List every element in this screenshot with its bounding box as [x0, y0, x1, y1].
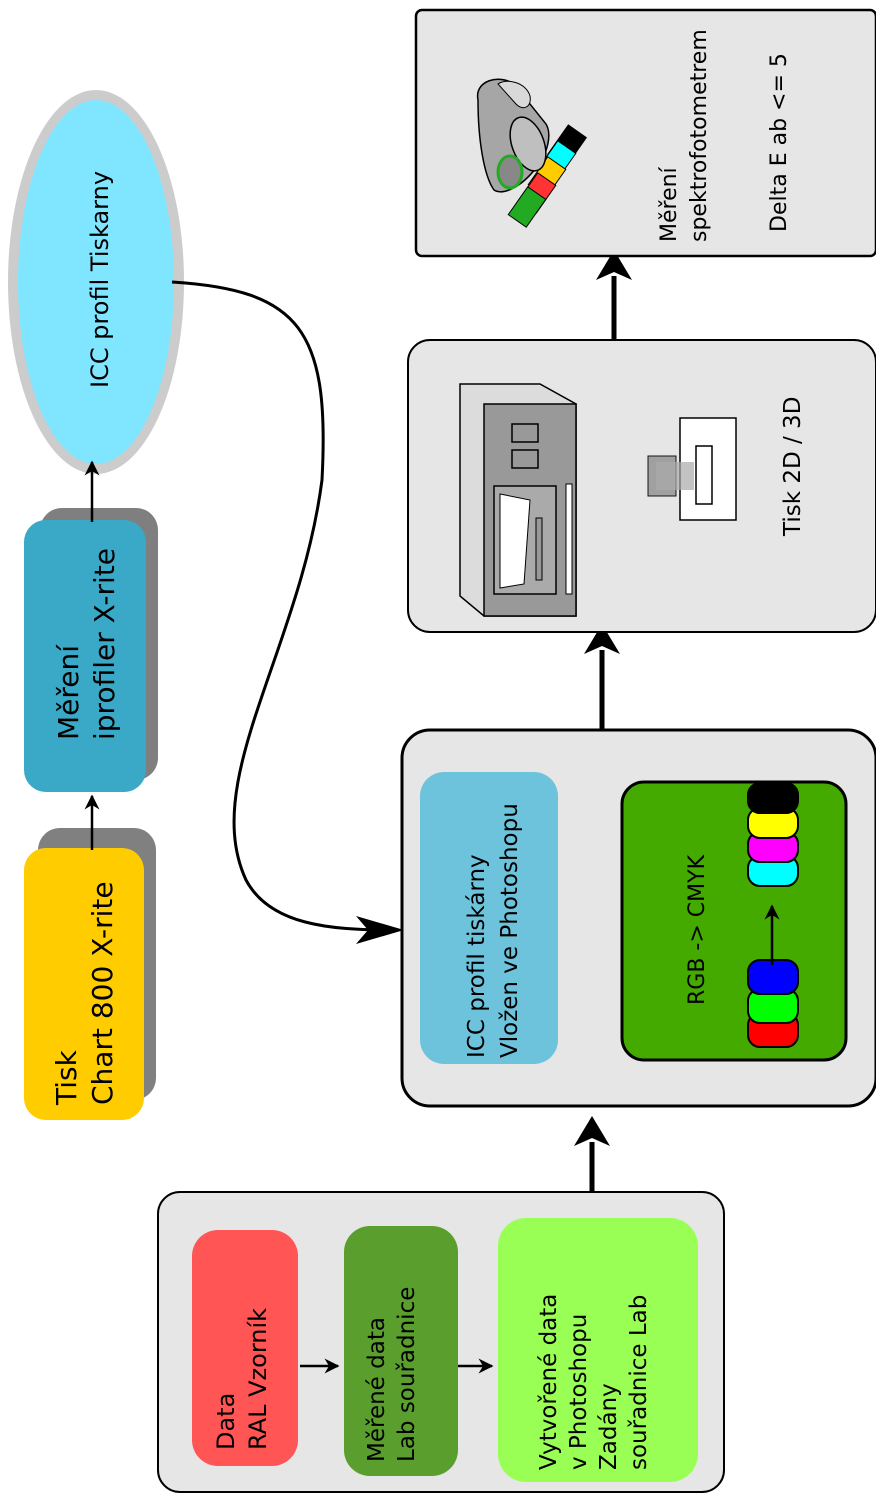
data-source-group: Data RAL Vzorník Měřené data Lab souřadn…	[157, 1191, 725, 1493]
iprofiler-measure-box: Měření iprofiler X-rite	[24, 508, 158, 792]
spectrophotometer-measure-box: Měření spektrofotometrem Delta E ab <= 5	[414, 8, 876, 258]
ps-line1: Vytvořené data	[536, 1294, 562, 1470]
chart-print-line2: Chart 800 X-rite	[86, 881, 119, 1105]
lab-measured-box: Měřené data Lab souřadnice	[344, 1226, 458, 1476]
print-2d-3d-box: Tisk 2D / 3D	[407, 339, 876, 633]
3d-print-object-icon	[647, 417, 737, 521]
arrow-data-to-panel-head	[574, 1116, 610, 1146]
iprofiler-line2: iprofiler X-rite	[88, 548, 121, 740]
chart-print-box: Tisk Chart 800 X-rite	[24, 828, 156, 1120]
icc-printer-profile-ellipse: ICC profil Tiskarny	[8, 90, 184, 474]
ral-line1: Data	[212, 1393, 240, 1450]
arrow-print-to-measure-head	[596, 250, 632, 280]
chart-print-line1: Tisk	[50, 1049, 83, 1106]
lab-line2: Lab souřadnice	[394, 1287, 420, 1462]
print-2d-3d-label: Tisk 2D / 3D	[780, 397, 806, 537]
ral-line2: RAL Vzorník	[244, 1308, 272, 1450]
cmyk-black-swatch	[747, 782, 799, 814]
spectro-line1: Měření	[657, 166, 682, 242]
icc-printer-label: ICC profil Tiskarny	[86, 171, 114, 388]
photoshop-data-box: Vytvořené data v Photoshopu Zadány souřa…	[498, 1218, 698, 1482]
curve-arrowhead	[356, 916, 404, 944]
icc-photoshop-line2: Vložen ve Photoshopu	[497, 803, 523, 1058]
icc-photoshop-box: ICC profil tiskárny Vložen ve Photoshopu	[420, 772, 558, 1064]
spectrophotometer-icon	[476, 78, 588, 228]
lab-line1: Měřené data	[364, 1317, 390, 1462]
icc-photoshop-line1: ICC profil tiskárny	[464, 854, 490, 1058]
ps-line4: souřadnice Lab	[626, 1295, 652, 1470]
printer-icon	[459, 383, 577, 617]
delta-e-label: Delta E ab <= 5	[767, 53, 792, 232]
rgb-blue-swatch	[747, 959, 799, 995]
ps-line2: v Photoshopu	[566, 1314, 592, 1470]
iprofiler-line1: Měření	[52, 644, 85, 740]
photoshop-conversion-panel: ICC profil tiskárny Vložen ve Photoshopu…	[400, 728, 876, 1108]
rgb-cmyk-conversion-box: RGB -> CMYK	[620, 780, 848, 1062]
curve-icc-to-photoshop	[171, 280, 393, 932]
arrow-panel-to-print-head	[584, 624, 620, 654]
ral-data-box: Data RAL Vzorník	[192, 1230, 298, 1466]
ps-line3: Zadány	[596, 1383, 622, 1470]
rgb-cmyk-label: RGB -> CMYK	[685, 854, 710, 1005]
spectro-line2: spektrofotometrem	[687, 29, 712, 242]
